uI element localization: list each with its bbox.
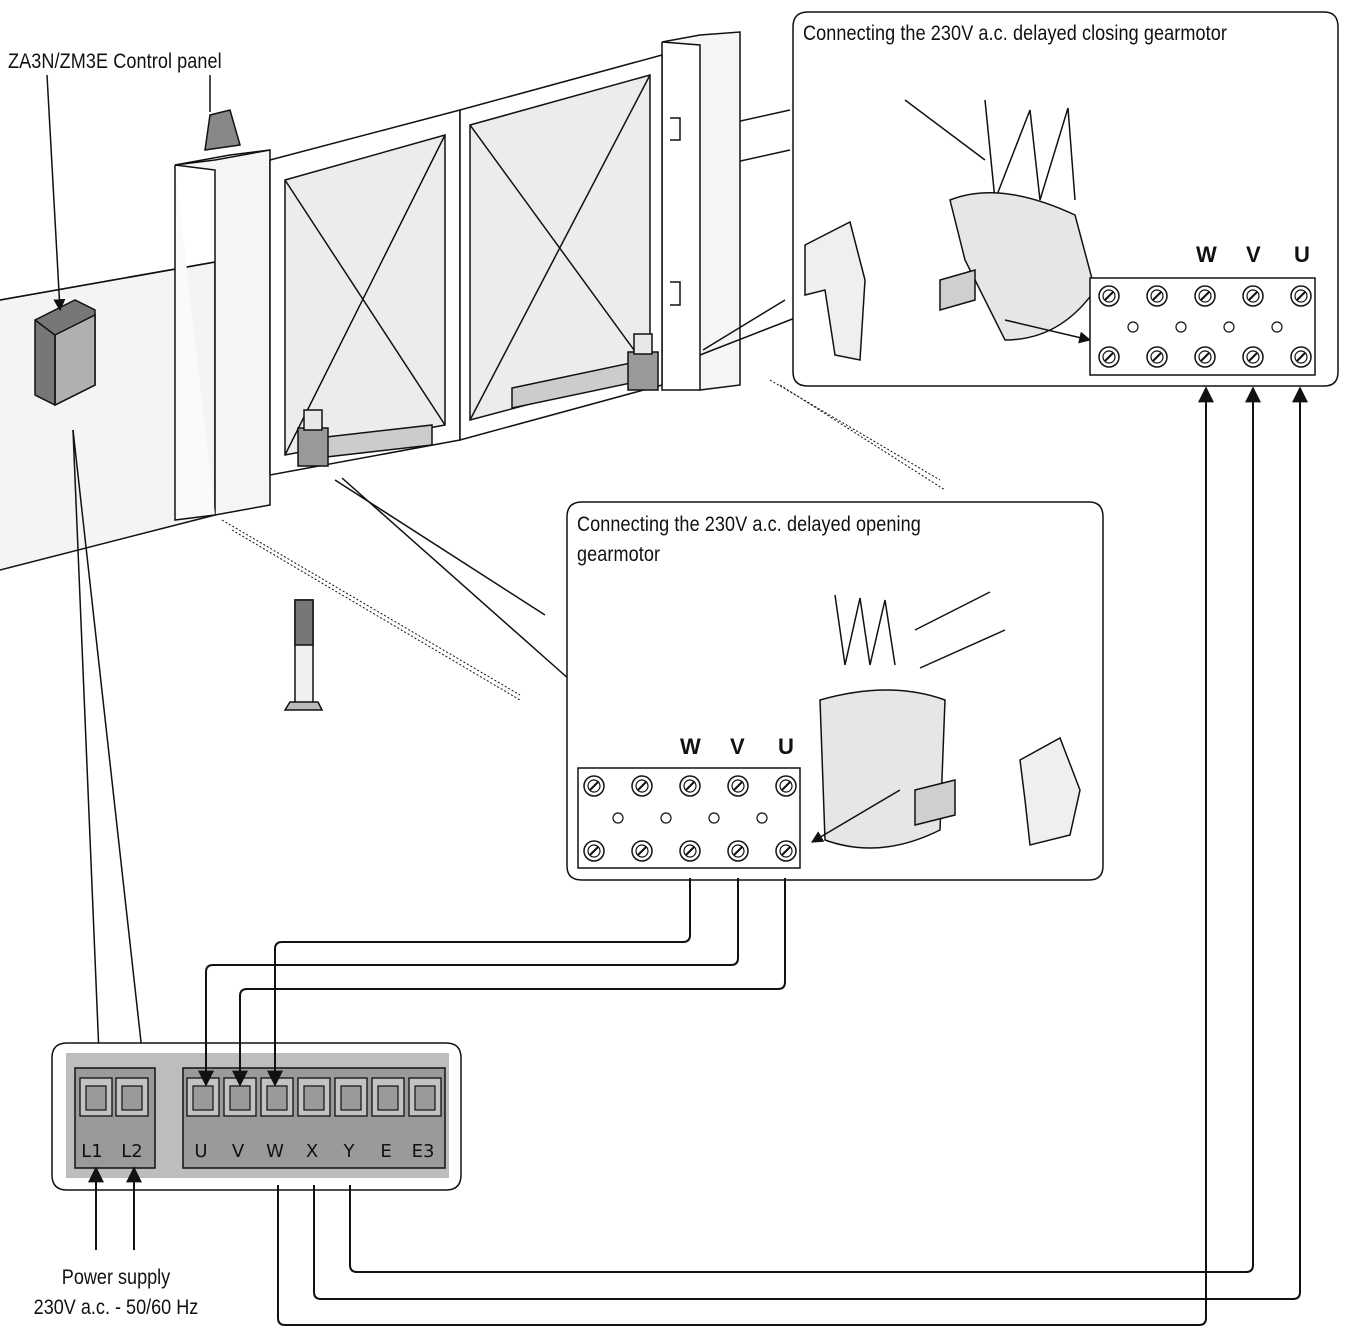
screw-slot <box>1152 352 1162 362</box>
screw-slot <box>1248 352 1258 362</box>
screw-slot <box>1104 352 1114 362</box>
terminal-dot <box>1271 321 1283 333</box>
motor-clamp-hole <box>340 1085 362 1111</box>
power-spec-label: 230V a.c. - 50/60 Hz <box>33 1296 199 1319</box>
wire-opening-v <box>198 878 739 1087</box>
screw-slot <box>589 846 599 856</box>
motor-clamp-hole <box>229 1085 251 1111</box>
screw-slot <box>1296 291 1306 301</box>
board-terminal-l2: L2 <box>121 1141 143 1162</box>
screw-slot <box>589 781 599 791</box>
opening-phase-v: V <box>730 734 745 759</box>
board-terminal-x: X <box>305 1141 319 1162</box>
wire-closing-w <box>277 386 1214 1326</box>
power-supply-label: Power supply <box>61 1266 171 1289</box>
screw-slot <box>685 781 695 791</box>
board-terminal-e: E <box>380 1141 392 1162</box>
motor-clamp-hole <box>414 1085 436 1111</box>
opening-phase-u: U <box>778 734 794 759</box>
terminal-dot <box>1223 321 1235 333</box>
power-clamp-hole <box>121 1085 143 1111</box>
motor-clamp-hole <box>303 1085 325 1111</box>
opening-phase-w: W <box>680 734 701 759</box>
opening-gearmotor-label-line1: Connecting the 230V a.c. delayed opening <box>577 513 921 536</box>
terminal-dot <box>756 812 768 824</box>
opening-gearmotor-label-line2: gearmotor <box>577 543 661 566</box>
power-clamp-hole <box>85 1085 107 1111</box>
terminal-dot <box>1127 321 1139 333</box>
screw-slot <box>781 781 791 791</box>
gate-scene <box>0 31 946 711</box>
board-terminal-w: W <box>266 1141 284 1162</box>
board-terminal-l1: L1 <box>81 1141 103 1162</box>
screw-slot <box>637 846 647 856</box>
closing-terminal-block <box>1098 285 1312 368</box>
callout-pointers <box>46 74 796 1079</box>
wire-opening-u <box>232 878 786 1087</box>
screw-slot <box>685 846 695 856</box>
closing-gearmotor-label: Connecting the 230V a.c. delayed closing… <box>803 22 1227 45</box>
opening-terminal-block <box>583 775 797 862</box>
screw-slot <box>781 846 791 856</box>
screw-slot <box>1200 291 1210 301</box>
closing-phase-u: U <box>1294 242 1310 267</box>
terminal-dot <box>612 812 624 824</box>
wire-opening-w <box>267 878 691 1087</box>
closing-phase-w: W <box>1196 242 1217 267</box>
wire-closing-u <box>313 386 1308 1300</box>
screw-slot <box>1296 352 1306 362</box>
terminal-dot <box>1175 321 1187 333</box>
board-terminal-u: U <box>194 1141 208 1162</box>
control-panel-label: ZA3N/ZM3E Control panel <box>8 50 222 73</box>
screw-slot <box>1104 291 1114 301</box>
screw-slot <box>637 781 647 791</box>
screw-slot <box>733 846 743 856</box>
wire-closing-v <box>349 386 1261 1273</box>
opening-callout-box <box>566 501 1104 881</box>
board-terminal-e3: E3 <box>411 1141 435 1162</box>
wiring <box>88 386 1308 1326</box>
motor-clamp-hole <box>377 1085 399 1111</box>
terminal-dot <box>708 812 720 824</box>
screw-slot <box>1248 291 1258 301</box>
closing-phase-v: V <box>1246 242 1261 267</box>
board-terminal-v: V <box>231 1141 245 1162</box>
screw-slot <box>733 781 743 791</box>
motor-clamp-hole <box>192 1085 214 1111</box>
motor-clamp-hole <box>266 1085 288 1111</box>
board-terminals <box>79 1077 442 1117</box>
closing-callout-box <box>792 11 1339 387</box>
screw-slot <box>1200 352 1210 362</box>
screw-slot <box>1152 291 1162 301</box>
board-terminal-y: Y <box>343 1141 355 1162</box>
terminal-dot <box>660 812 672 824</box>
